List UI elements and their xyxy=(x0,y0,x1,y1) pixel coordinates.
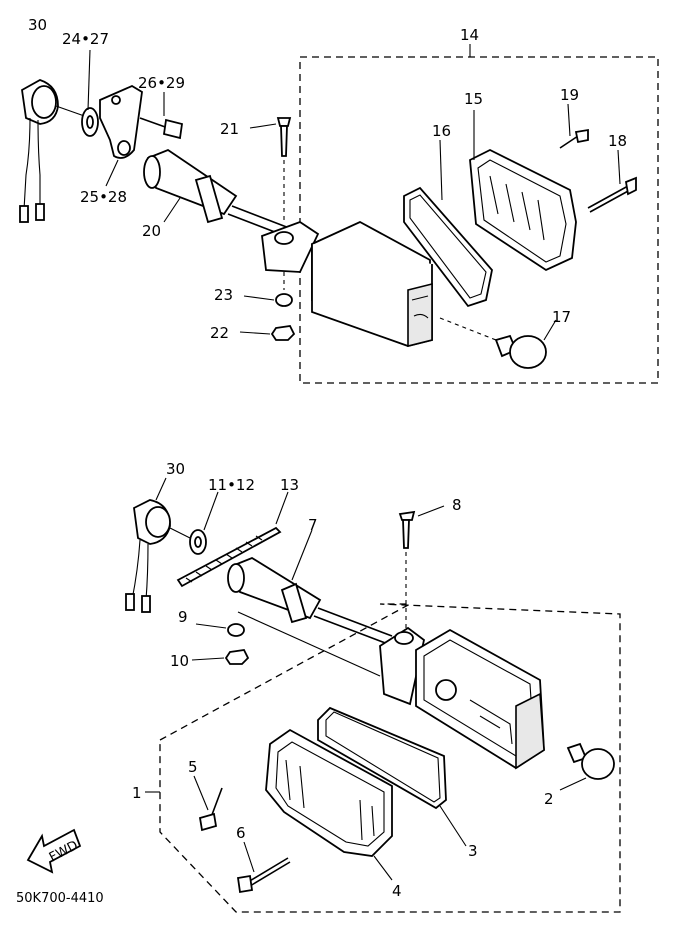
nut-9 xyxy=(227,623,245,637)
label-26-29: 26•29 xyxy=(138,74,185,92)
label-7: 7 xyxy=(308,516,318,534)
label-22: 22 xyxy=(210,324,229,342)
label-17: 17 xyxy=(552,308,571,326)
label-23: 23 xyxy=(214,286,233,304)
diagram-code: 50K700-4410 xyxy=(16,891,104,906)
label-2: 2 xyxy=(544,790,554,808)
socket-7 xyxy=(227,529,393,645)
label-1: 1 xyxy=(132,784,142,802)
label-3: 3 xyxy=(468,842,478,860)
bulb-17 xyxy=(439,317,557,369)
lens-15 xyxy=(469,110,577,272)
label-4: 4 xyxy=(392,882,402,900)
washer-24-27 xyxy=(81,49,99,137)
label-16: 16 xyxy=(432,122,451,140)
label-13: 13 xyxy=(280,476,299,494)
label-20: 20 xyxy=(142,222,161,240)
label-5: 5 xyxy=(188,758,198,776)
bracket-25-28 xyxy=(99,84,143,187)
stalk-bottom xyxy=(237,611,426,706)
fwd-arrow-icon: FWD xyxy=(26,828,82,874)
gasket-16 xyxy=(403,139,493,308)
gasket-3 xyxy=(317,706,467,847)
screw-5 xyxy=(193,775,223,832)
label-8: 8 xyxy=(452,496,462,514)
label-14: 14 xyxy=(460,26,479,44)
lens-4 xyxy=(265,728,393,881)
label-9: 9 xyxy=(178,608,188,626)
screw-18 xyxy=(587,149,637,213)
stalk-top xyxy=(261,220,320,290)
nut-23 xyxy=(275,293,293,307)
label-21: 21 xyxy=(220,120,239,138)
callout-labels: 30 24•27 26•29 25•28 20 21 23 22 14 15 1… xyxy=(16,16,627,906)
label-6: 6 xyxy=(236,824,246,842)
nut-10 xyxy=(224,649,250,665)
group-box-14 xyxy=(299,56,659,384)
bulb-2 xyxy=(559,742,615,791)
top-assembly xyxy=(19,44,659,384)
label-25-28: 25•28 xyxy=(80,188,127,206)
housing-top xyxy=(311,220,433,348)
screw-21 xyxy=(249,117,292,222)
bolt-26-29 xyxy=(139,92,184,140)
label-18: 18 xyxy=(608,132,627,150)
screw-8 xyxy=(398,505,445,630)
label-11-12: 11•12 xyxy=(208,476,255,494)
washer-11-12 xyxy=(189,491,219,555)
grommet-30-bottom xyxy=(125,477,195,613)
screw-19 xyxy=(559,103,589,149)
group-box-1 xyxy=(159,603,621,913)
screw-6 xyxy=(236,841,291,894)
label-15: 15 xyxy=(464,90,483,108)
housing-bottom xyxy=(415,628,545,770)
label-30-bottom: 30 xyxy=(166,460,185,478)
nut-22 xyxy=(270,325,296,341)
clamp-13 xyxy=(176,491,289,588)
label-19: 19 xyxy=(560,86,579,104)
label-24-27: 24•27 xyxy=(62,30,109,48)
label-30-top: 30 xyxy=(28,16,47,34)
label-10: 10 xyxy=(170,652,189,670)
bottom-assembly: FWD xyxy=(26,477,621,913)
